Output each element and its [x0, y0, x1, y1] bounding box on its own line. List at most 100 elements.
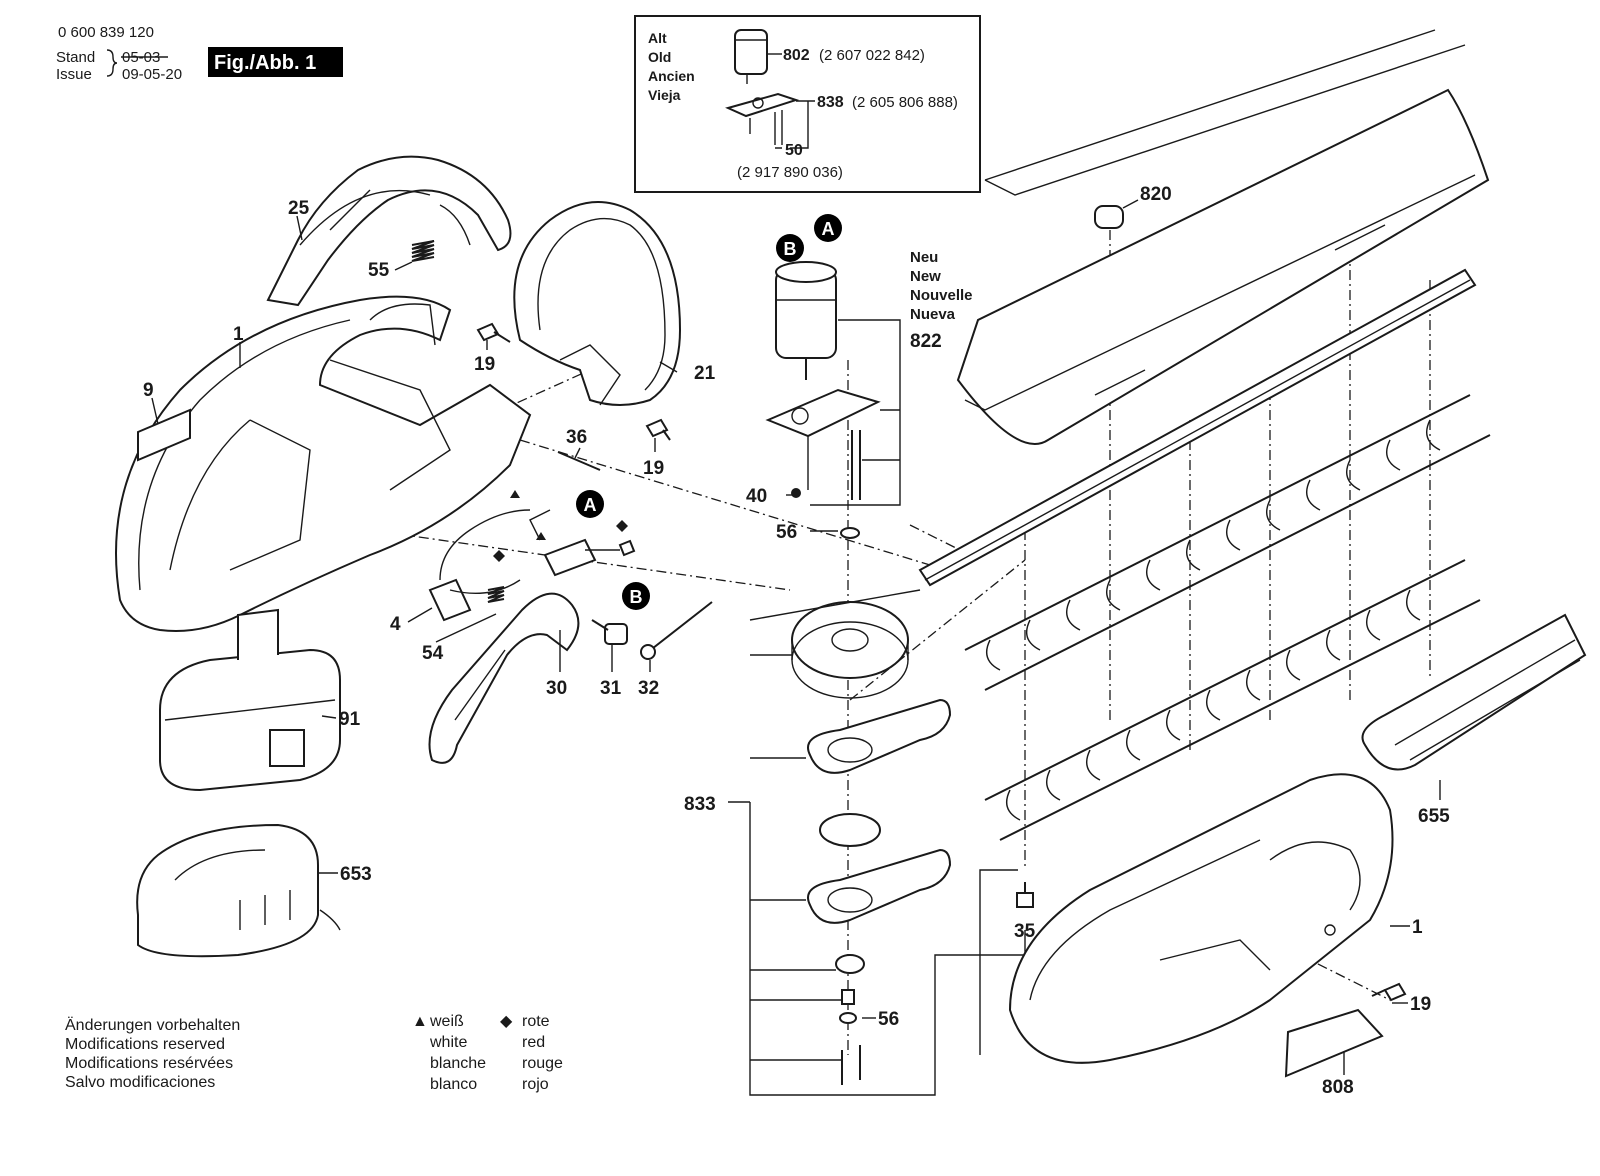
- marker-a-motor: A: [814, 214, 842, 242]
- part-21-hand-guard: [513, 201, 682, 406]
- part-1-housing-right: [1008, 773, 1394, 1064]
- part-1-housing-left: [115, 295, 532, 632]
- note-es: Salvo modificaciones: [65, 1074, 215, 1091]
- part-35-screw: [1016, 882, 1034, 908]
- part-822-motor: [765, 261, 901, 506]
- part-4-switch-wiring: [428, 490, 636, 622]
- document-header: 0 600 839 120 Stand Issue 05-03 09-05-20…: [56, 24, 343, 83]
- document-number: 0 600 839 120: [58, 24, 154, 41]
- label-833: 833: [684, 794, 716, 815]
- label-25: 25: [288, 198, 310, 219]
- wire-color-legend: ▲ weiß white blanche blanco ◆ rote red r…: [412, 1013, 563, 1093]
- label-21: 21: [694, 363, 716, 384]
- part-32-lever: [640, 601, 713, 660]
- note-de: Änderungen vorbehalten: [65, 1016, 240, 1034]
- label-55: 55: [368, 260, 390, 281]
- inset-ref-802: 802: [783, 47, 810, 64]
- part-808-label: [1284, 1008, 1384, 1078]
- blade-rail: [918, 268, 1477, 587]
- label-655: 655: [1418, 806, 1450, 827]
- part-40-screw: [791, 488, 801, 498]
- label-1-right: 1: [1412, 917, 1423, 938]
- new-date: 09-05-20: [122, 66, 182, 83]
- inset-label-vieja: Vieja: [648, 87, 681, 103]
- label-19-right: 19: [1410, 994, 1431, 1015]
- legend-red-en: red: [522, 1034, 545, 1051]
- svg-text:A: A: [584, 495, 597, 515]
- label-653: 653: [340, 864, 372, 885]
- label-91: 91: [339, 709, 361, 730]
- part-19-screw-upper: [476, 322, 511, 343]
- part-36-pin: [557, 451, 601, 471]
- legend-diamond-icon: ◆: [500, 1013, 513, 1030]
- svg-text:B: B: [784, 239, 797, 259]
- part-54-spring: [487, 586, 505, 603]
- label-56-lower: 56: [878, 1009, 899, 1030]
- label-31: 31: [600, 678, 622, 699]
- old-base-plate-icon: [725, 92, 800, 145]
- part-833-gear-assembly: [728, 589, 1026, 1096]
- inset-label-old: Old: [648, 49, 671, 65]
- note-en: Modifications reserved: [65, 1036, 225, 1053]
- part-25-handle-cover: [266, 155, 512, 307]
- legend-white-en: white: [429, 1034, 467, 1051]
- issue-label: Issue: [56, 66, 92, 83]
- legend-white-es: blanco: [430, 1076, 477, 1093]
- inset-ref-838: 838: [817, 94, 844, 111]
- label-820: 820: [1140, 184, 1172, 205]
- inset-code-50: (2 917 890 036): [737, 164, 843, 181]
- label-36: 36: [566, 427, 587, 448]
- blade-lower: [984, 559, 1481, 841]
- label-56-upper: 56: [776, 522, 797, 543]
- inset-code-838: (2 605 806 888): [852, 94, 958, 111]
- part-number-labels: 25 55 1 9 19 21 19 36 4 54 30 31 32 91 6…: [143, 184, 1450, 1098]
- part-820-knob: [1094, 205, 1124, 229]
- label-19-mid: 19: [643, 458, 664, 479]
- part-9-label-sticker: [137, 408, 191, 462]
- new-version-labels: Neu New Nouvelle Nueva: [910, 249, 973, 323]
- legend-red-fr: rouge: [522, 1055, 563, 1072]
- part-653-charger: [136, 823, 341, 958]
- marker-b-motor: B: [776, 234, 804, 262]
- label-leaders: [151, 199, 1441, 1075]
- new-label-new: New: [910, 268, 941, 285]
- legend-white-de: weiß: [429, 1013, 464, 1030]
- label-32: 32: [638, 678, 659, 699]
- inset-frame: [634, 15, 981, 193]
- part-55-spring: [411, 240, 435, 262]
- old-motor-icon: [734, 29, 768, 84]
- svg-text:A: A: [822, 219, 835, 239]
- part-19-screw-mid: [645, 418, 671, 441]
- label-808: 808: [1322, 1077, 1354, 1098]
- part-30-trigger-handle: [428, 592, 580, 764]
- blade-guard-upper: [956, 29, 1490, 445]
- label-4: 4: [390, 614, 401, 635]
- legend-triangle-icon: ▲: [412, 1013, 428, 1030]
- label-30: 30: [546, 678, 567, 699]
- svg-text:B: B: [630, 587, 643, 607]
- part-56-washer-upper: [840, 527, 860, 539]
- inset-label-alt: Alt: [648, 30, 667, 46]
- label-35: 35: [1014, 921, 1036, 942]
- label-822: 822: [910, 331, 942, 352]
- marker-b-wiring: B: [622, 582, 650, 610]
- label-54: 54: [422, 643, 444, 664]
- part-91-battery: [159, 608, 341, 792]
- note-fr: Modifications resérvées: [65, 1055, 233, 1072]
- figure-label-box: [208, 47, 343, 77]
- inset-ref-50: 50: [785, 142, 803, 159]
- part-31-knob: [591, 619, 628, 645]
- stand-label: Stand: [56, 49, 95, 66]
- new-label-neu: Neu: [910, 249, 938, 266]
- new-label-nueva: Nueva: [910, 306, 956, 323]
- part-655-blade-sheath: [1361, 613, 1587, 771]
- inset-label-ancien: Ancien: [648, 68, 695, 84]
- new-label-nouvelle: Nouvelle: [910, 287, 973, 304]
- label-40: 40: [746, 486, 767, 507]
- old-version-inset: Alt Old Ancien Vieja 802 (2 607 022 842)…: [634, 15, 981, 193]
- figure-label: Fig./Abb. 1: [214, 52, 316, 74]
- part-19-screw-right: [1371, 982, 1407, 1002]
- legend-red-de: rote: [522, 1013, 550, 1030]
- inset-code-802: (2 607 022 842): [819, 47, 925, 64]
